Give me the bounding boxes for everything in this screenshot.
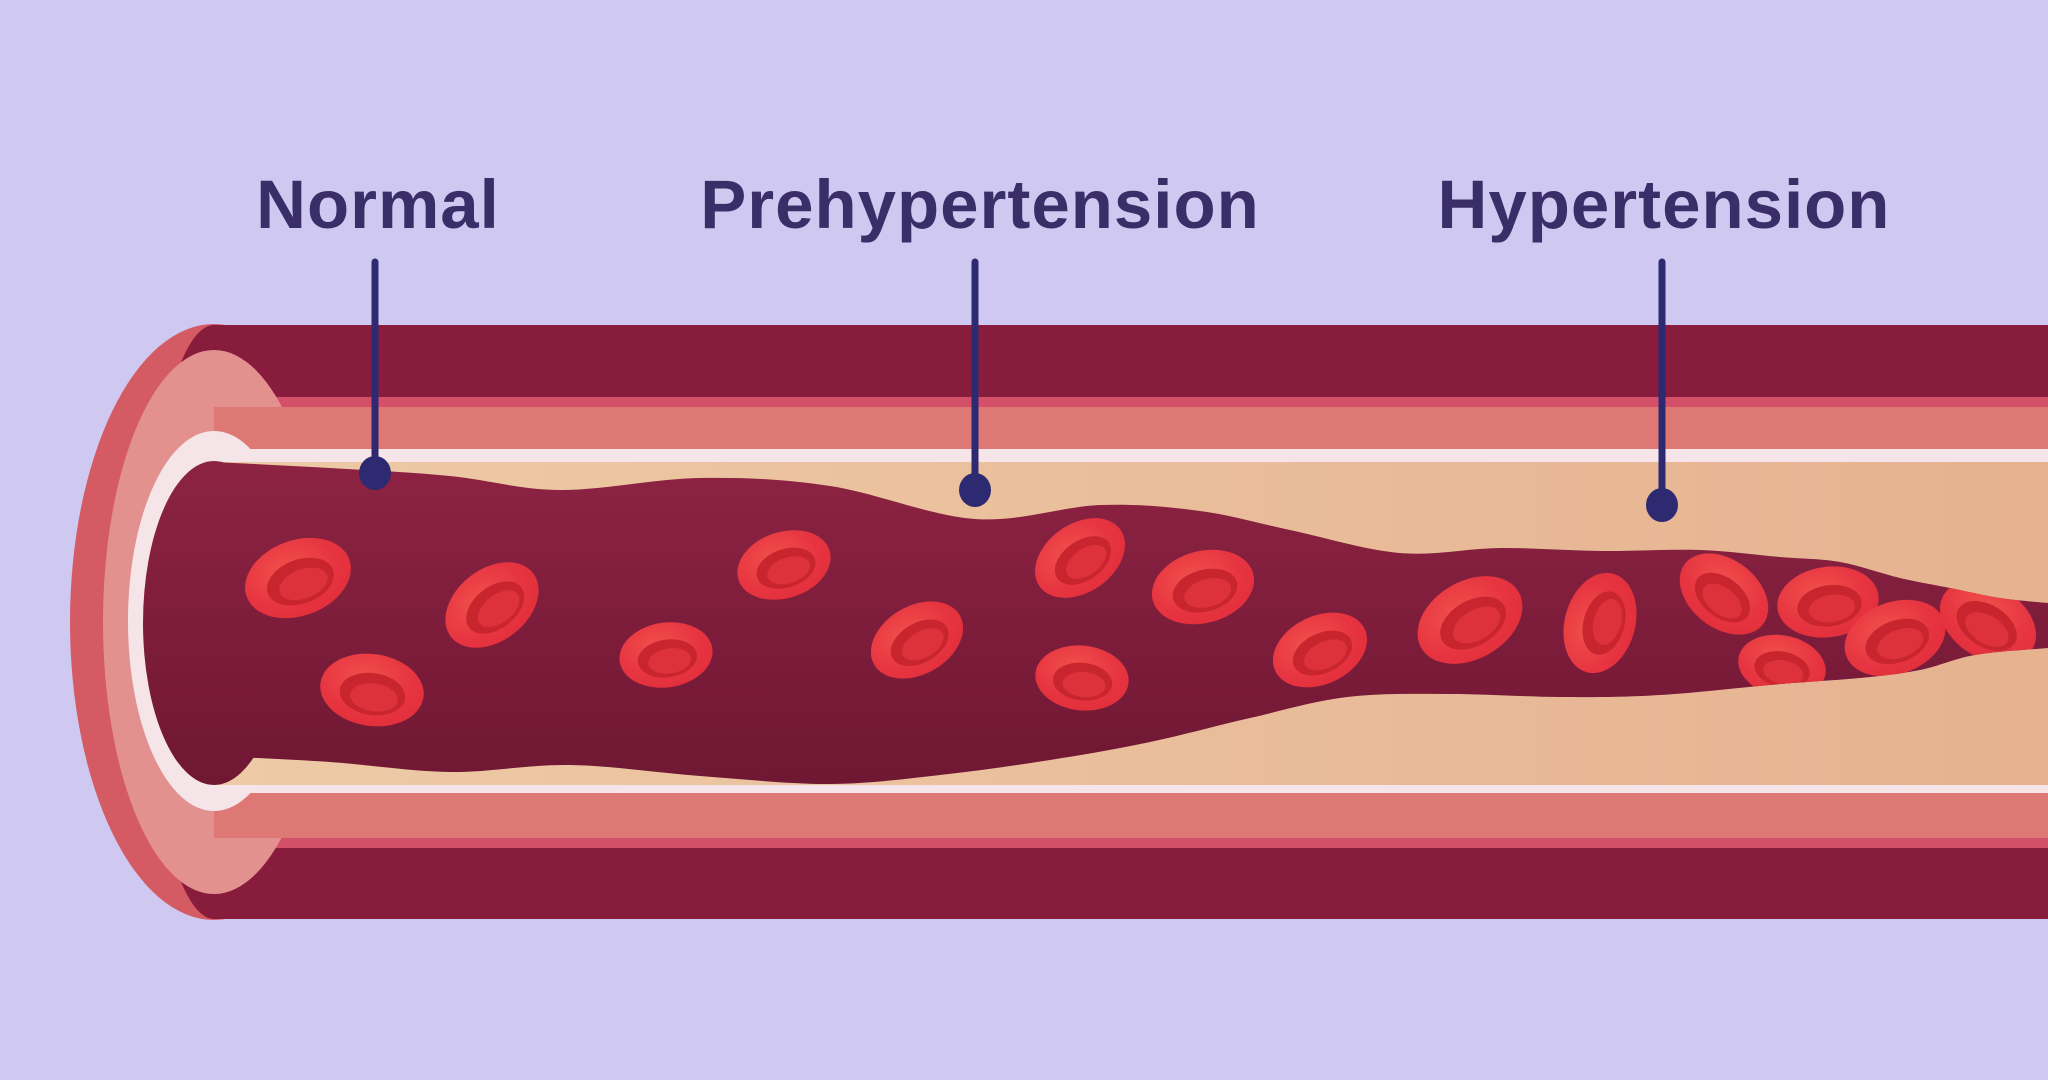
callout-dot-prehypertension bbox=[959, 473, 991, 507]
label-hypertension: Hypertension bbox=[1438, 166, 1891, 243]
label-prehypertension: Prehypertension bbox=[700, 166, 1260, 243]
label-normal: Normal bbox=[256, 166, 500, 243]
callout-dot-normal bbox=[359, 456, 391, 490]
callout-dot-hypertension bbox=[1646, 488, 1678, 522]
